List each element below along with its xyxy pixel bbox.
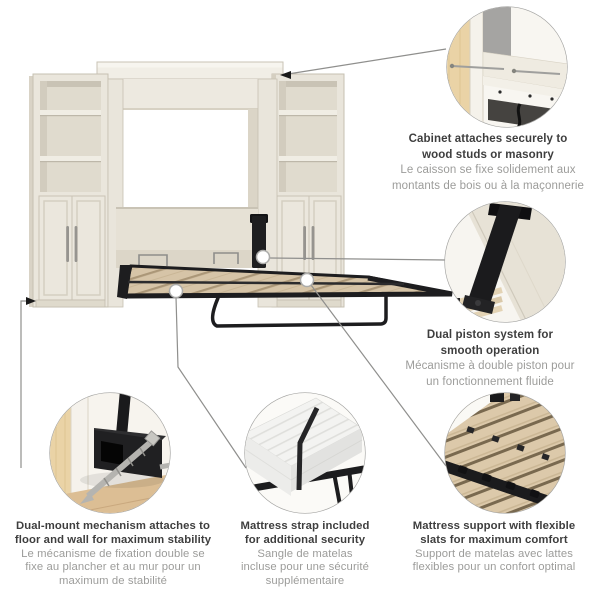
shelf	[40, 110, 101, 115]
bed-frame	[117, 264, 453, 328]
callout-circle-cabinet-mount	[446, 6, 568, 128]
connector-line-dual-mount	[20, 300, 27, 468]
wall-stud	[50, 393, 71, 502]
shelf	[279, 156, 337, 161]
callout-text-cabinet-mount: Cabinet attaches securely to wood studs …	[372, 132, 600, 194]
wood-floor	[50, 474, 170, 513]
connector-line-piston	[269, 257, 446, 261]
marker-dot-strap	[168, 283, 184, 299]
bed-head-rail	[117, 265, 132, 299]
mattress-corner	[245, 397, 363, 496]
callout-headline: Mattress support with flexible slats for…	[412, 520, 576, 547]
callout-translation: Mécanisme à double piston pour un foncti…	[405, 360, 575, 388]
callout-headline: Cabinet attaches securely to wood studs …	[408, 133, 568, 161]
callout-headline: Dual-mount mechanism attaches to floor a…	[14, 520, 212, 547]
mounting-screw	[451, 65, 505, 70]
floor-mount-bracket	[94, 393, 166, 478]
callout-headline: Dual piston system for smooth operation	[426, 329, 554, 357]
connectors	[20, 48, 447, 469]
callout-text-piston: Dual piston system for smooth operation …	[374, 328, 600, 390]
callout-text-slats: Mattress support with flexible slats for…	[388, 519, 600, 575]
mounting-screw	[513, 70, 561, 75]
pull-handle-bar	[210, 294, 388, 328]
arrowhead-right	[26, 297, 36, 305]
lag-screw	[80, 430, 170, 504]
piston-arm	[462, 203, 532, 314]
strap-anchor-bracket	[213, 252, 239, 264]
callout-translation: Support de matelas avec lattes flexibles…	[412, 547, 576, 574]
door-handle	[66, 226, 69, 262]
callout-headline: Mattress strap included for additional s…	[240, 520, 370, 547]
callout-translation: Sangle de matelas incluse pour une sécur…	[240, 547, 370, 588]
callout-text-dual-mount: Dual-mount mechanism attaches to floor a…	[3, 519, 223, 589]
cabinet-side-panel	[462, 202, 565, 322]
shelf	[279, 110, 337, 115]
connector-line-slats	[310, 284, 447, 467]
wall-panel	[483, 7, 511, 56]
door-handle	[74, 226, 78, 262]
strap-anchor-bracket	[138, 254, 168, 266]
marker-dots	[168, 249, 315, 299]
left-cabinet-tower	[29, 73, 109, 308]
left-tower-doors	[38, 195, 106, 301]
callout-circle-slats	[444, 392, 566, 514]
bridge-top-panel	[96, 61, 284, 80]
center-bed-cabinet	[107, 78, 278, 308]
headboard-panel	[116, 207, 258, 268]
callout-translation: Le mécanisme de fixation double se fixe …	[21, 547, 205, 588]
callout-translation: Le caisson se fixe solidement aux montan…	[391, 164, 585, 192]
center-support-rail	[127, 280, 405, 286]
connector-line-cabinet-mount	[287, 48, 447, 75]
connector-line-strap	[175, 296, 247, 469]
callout-circle-piston	[444, 201, 566, 323]
shelf	[40, 156, 101, 161]
door-handle	[303, 226, 306, 260]
arrowhead-left	[280, 71, 291, 79]
marker-dot-slats	[299, 272, 315, 288]
callout-circle-dual-mount	[49, 392, 171, 514]
mattress-strap	[296, 406, 320, 491]
marker-dot-piston	[255, 249, 271, 265]
door-handle	[311, 226, 315, 260]
callout-circle-strap	[244, 392, 366, 514]
wall-bed-unit	[29, 61, 453, 328]
callout-text-strap: Mattress strap included for additional s…	[195, 519, 415, 589]
